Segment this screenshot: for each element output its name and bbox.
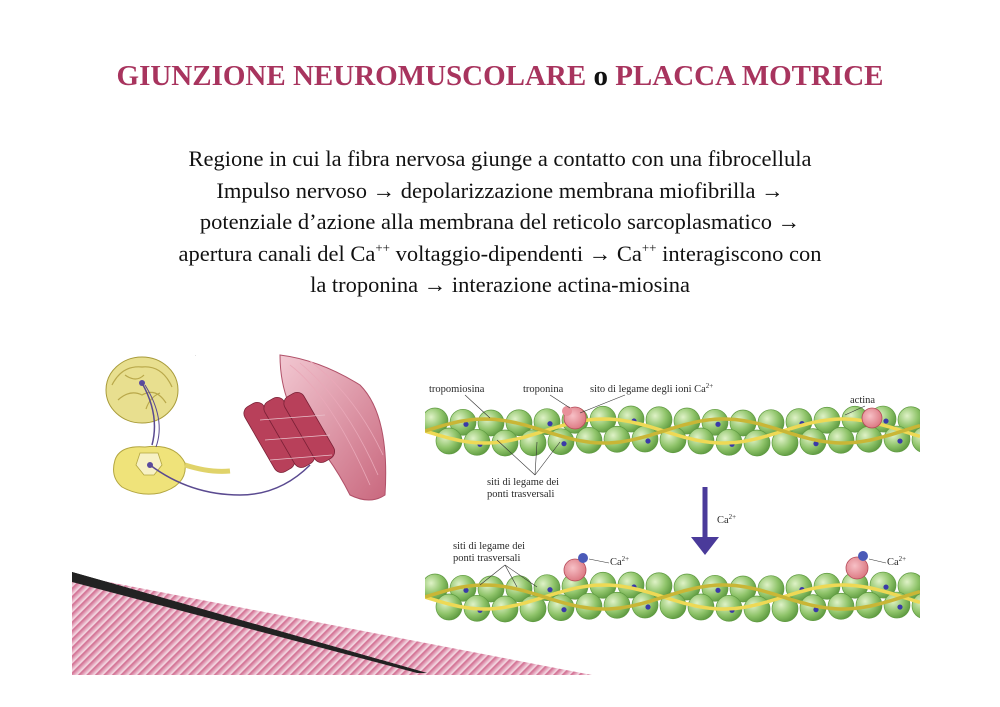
- ion-charge-2: ++: [641, 239, 657, 255]
- tropomyosin-strand: [425, 583, 920, 611]
- tropomyosin-strand: [425, 583, 920, 611]
- body-line-4b: voltaggio-dipendenti → Ca: [389, 240, 642, 266]
- binding-site-dot: [715, 587, 721, 593]
- label-ca-bottom-left: Ca2+: [610, 555, 629, 568]
- actin-monomer: [477, 409, 505, 437]
- label-tropomiosina: tropomiosina: [429, 384, 485, 395]
- binding-site-dot: [547, 421, 553, 427]
- binding-site-dot: [463, 587, 469, 593]
- binding-site-dot: [561, 441, 567, 447]
- actin-filament-diagram: tropomiosina troponina sito di legame de…: [425, 375, 920, 645]
- body-line-4a: apertura canali del Ca: [178, 240, 376, 266]
- ion-charge-1: ++: [375, 239, 390, 255]
- binding-site-dot: [715, 421, 721, 427]
- decorative-wedge: [72, 572, 592, 675]
- label-siti-legame-top-1: siti di legame dei: [487, 477, 559, 488]
- body-line-4: apertura canali del Ca++ voltaggio-dipen…: [70, 238, 930, 270]
- actin-monomer: [743, 429, 771, 457]
- actin-monomer: [743, 595, 771, 623]
- spinal-cord-illustration: [113, 445, 231, 495]
- label-siti-legame-bottom-1: siti di legame dei: [453, 541, 525, 552]
- tropomyosin-strand: [425, 417, 920, 445]
- label-troponina: troponina: [523, 384, 564, 395]
- body-line-2: Impulso nervoso → depolarizzazione membr…: [216, 177, 784, 203]
- label-ca-bottom-right: Ca2+: [887, 555, 906, 568]
- label-actina: actina: [850, 395, 875, 406]
- calcium-arrow: [691, 487, 719, 555]
- binding-site-dot: [897, 438, 903, 444]
- slide-body: Regione in cui la fibra nervosa giunge a…: [70, 143, 930, 301]
- actin-filament-bottom: [425, 571, 920, 623]
- binding-site-dot: [883, 418, 889, 424]
- binding-site-dot: [813, 607, 819, 613]
- tropomyosin-strand: [425, 417, 920, 445]
- slide-title: GIUNZIONE NEUROMUSCOLARE o PLACCA MOTRIC…: [100, 58, 900, 94]
- muscle-illustration: [243, 354, 387, 501]
- title-part2: PLACCA MOTRICE: [615, 60, 884, 92]
- neuromuscular-illustration: ·: [105, 354, 387, 501]
- body-line-4c: interagiscono con: [656, 240, 822, 266]
- svg-text:·: ·: [195, 354, 196, 358]
- body-line-5: la troponina → interazione actina-miosin…: [310, 272, 690, 297]
- troponin-complex-bottom: [563, 551, 869, 582]
- binding-site-dot: [463, 421, 469, 427]
- body-line-1: Regione in cui la fibra nervosa giunge a…: [188, 146, 812, 171]
- binding-site-dot: [561, 607, 567, 613]
- actin-monomer: [827, 426, 855, 454]
- binding-site-dot: [645, 438, 651, 444]
- label-siti-legame-top-2: ponti trasversali: [487, 489, 554, 500]
- brain-illustration: [105, 356, 179, 424]
- title-part1: GIUNZIONE NEUROMUSCOLARE: [116, 60, 587, 92]
- binding-site-dot: [897, 604, 903, 610]
- binding-site-dot: [645, 604, 651, 610]
- binding-site-dot: [547, 587, 553, 593]
- actin-monomer: [827, 592, 855, 620]
- label-sito-legame: sito di legame degli ioni Ca2+: [590, 382, 713, 395]
- binding-site-dot: [813, 441, 819, 447]
- title-conjunction: o: [593, 60, 608, 92]
- label-siti-legame-bottom-2: ponti trasversali: [453, 553, 520, 564]
- label-ca-arrow: Ca2+: [717, 513, 736, 526]
- nerve-fiber: [141, 382, 311, 496]
- body-line-3: potenziale d’azione alla membrana del re…: [199, 209, 801, 234]
- binding-site-dot: [883, 584, 889, 590]
